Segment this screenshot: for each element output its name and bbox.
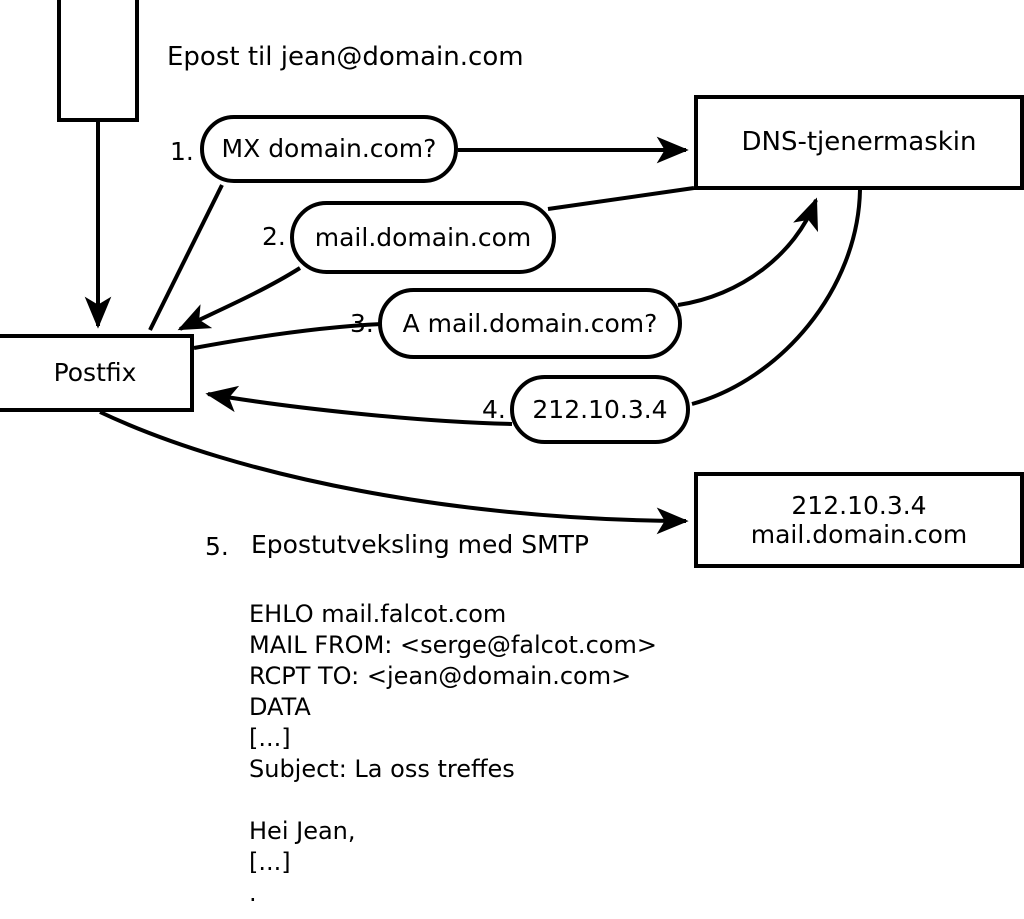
message-bubble-a-query[interactable]: A mail.domain.com? [378, 288, 682, 359]
message-bubble-mx-query-label: MX domain.com? [221, 134, 437, 164]
node-mail-server[interactable]: 212.10.3.4 mail.domain.com [694, 472, 1024, 568]
step-5-label: Epostutveksling med SMTP [251, 530, 590, 559]
step-number-4: 4. [482, 395, 506, 424]
smtp-transcript-line: DATA [249, 693, 311, 721]
smtp-transcript-line: . [249, 879, 257, 907]
message-bubble-a-query-label: A mail.domain.com? [402, 308, 658, 338]
smtp-transcript-line: MAIL FROM: <serge@falcot.com> [249, 631, 657, 659]
node-client-machine[interactable] [57, 0, 139, 122]
step-number-3: 3. [350, 309, 374, 338]
smtp-transcript-line [249, 785, 657, 816]
connector-answer2-to-postfix [177, 266, 302, 331]
smtp-transcript-line: RCPT TO: <jean@domain.com> [249, 662, 632, 690]
step-number-2: 2. [262, 222, 286, 251]
smtp-transcript-line: EHLO mail.falcot.com [249, 600, 507, 628]
connector-postfix-to-query1 [148, 184, 224, 331]
message-bubble-mx-answer[interactable]: mail.domain.com [290, 201, 556, 274]
message-bubble-a-answer-label: 212.10.3.4 [532, 394, 668, 424]
message-bubble-mx-answer-label: mail.domain.com [314, 222, 532, 252]
message-bubble-a-answer[interactable]: 212.10.3.4 [510, 375, 690, 444]
connector-query3-to-dns [677, 197, 818, 307]
smtp-transcript-line: [...] [249, 848, 291, 876]
node-postfix[interactable]: Postfix [0, 334, 194, 412]
node-mail-server-ip: 212.10.3.4 [791, 490, 927, 520]
smtp-transcript-line: [...] [249, 724, 291, 752]
smtp-transcript-line: Subject: La oss treffes [249, 755, 515, 783]
connector-dns-to-answer4 [691, 189, 862, 406]
diagram-title: Epost til jean@domain.com [167, 42, 524, 72]
message-bubble-mx-query[interactable]: MX domain.com? [200, 115, 458, 183]
smtp-transcript-line: Hei Jean, [249, 817, 356, 845]
connector-answer4-to-postfix [205, 385, 513, 426]
node-mail-server-hostname: mail.domain.com [750, 520, 968, 549]
node-postfix-label: Postfix [53, 358, 137, 388]
connector-dns-to-answer2 [547, 186, 695, 211]
node-dns-server[interactable]: DNS-tjenermaskin [694, 95, 1024, 190]
step-number-5: 5. [205, 532, 229, 561]
step-number-1: 1. [170, 137, 194, 166]
node-dns-label: DNS-tjenermaskin [741, 127, 977, 158]
